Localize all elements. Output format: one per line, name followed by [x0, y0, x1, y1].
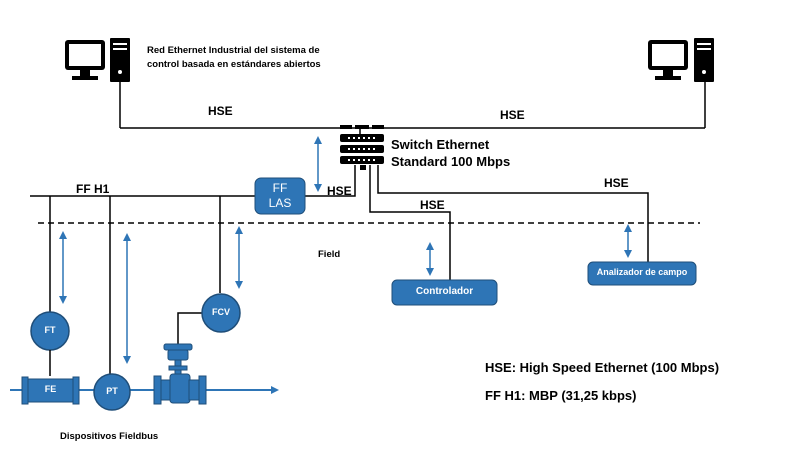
controlador-label: Controlador: [415, 286, 474, 297]
hse-label-right: HSE: [500, 108, 525, 122]
legend-ff-h1: FF H1: MBP (31,25 kbps): [485, 388, 637, 403]
dispositivos-label: Dispositivos Fieldbus: [60, 431, 159, 442]
ff-las-box: [254, 177, 306, 215]
switch-icon: [340, 125, 384, 170]
ff-las-label-line1: FF: [272, 181, 288, 195]
double-arrow-icon: [59, 136, 632, 364]
hse-analizador-label: HSE: [604, 176, 629, 190]
network-title-line2: control basada en estándares abiertos: [147, 59, 321, 70]
fcv-label: FCV: [212, 307, 230, 317]
switch-links: [305, 165, 649, 280]
ff-h1-bus: [30, 195, 255, 376]
analizador-label: Analizador de campo: [596, 267, 688, 277]
hse-backbone: [119, 82, 706, 135]
network-title-line1: Red Ethernet Industrial del sistema de: [147, 45, 320, 56]
analizador-box: [587, 261, 697, 286]
valve-icon: [153, 343, 207, 405]
legend-hse: HSE: High Speed Ethernet (100 Mbps): [485, 360, 720, 375]
switch-label-line1: Switch Ethernet: [391, 137, 490, 152]
fe-element: [21, 376, 80, 405]
hse-controlador-label: HSE: [420, 198, 445, 212]
computer-icon-left: [65, 38, 130, 82]
pt-label: PT: [106, 386, 118, 396]
fe-label: FE: [44, 384, 57, 394]
controlador-box: [391, 279, 498, 306]
hse-label-left: HSE: [208, 104, 233, 118]
field-label: Field: [318, 249, 341, 260]
ff-h1-label: FF H1: [76, 182, 110, 196]
ff-las-label-line2: LAS: [268, 196, 292, 210]
fcv-circle: [201, 293, 241, 333]
hse-las-label: HSE: [327, 184, 352, 198]
ft-label: FT: [44, 325, 56, 335]
switch-label-line2: Standard 100 Mbps: [391, 154, 511, 169]
pt-circle: [93, 373, 131, 411]
computer-icon-right: [648, 38, 714, 82]
